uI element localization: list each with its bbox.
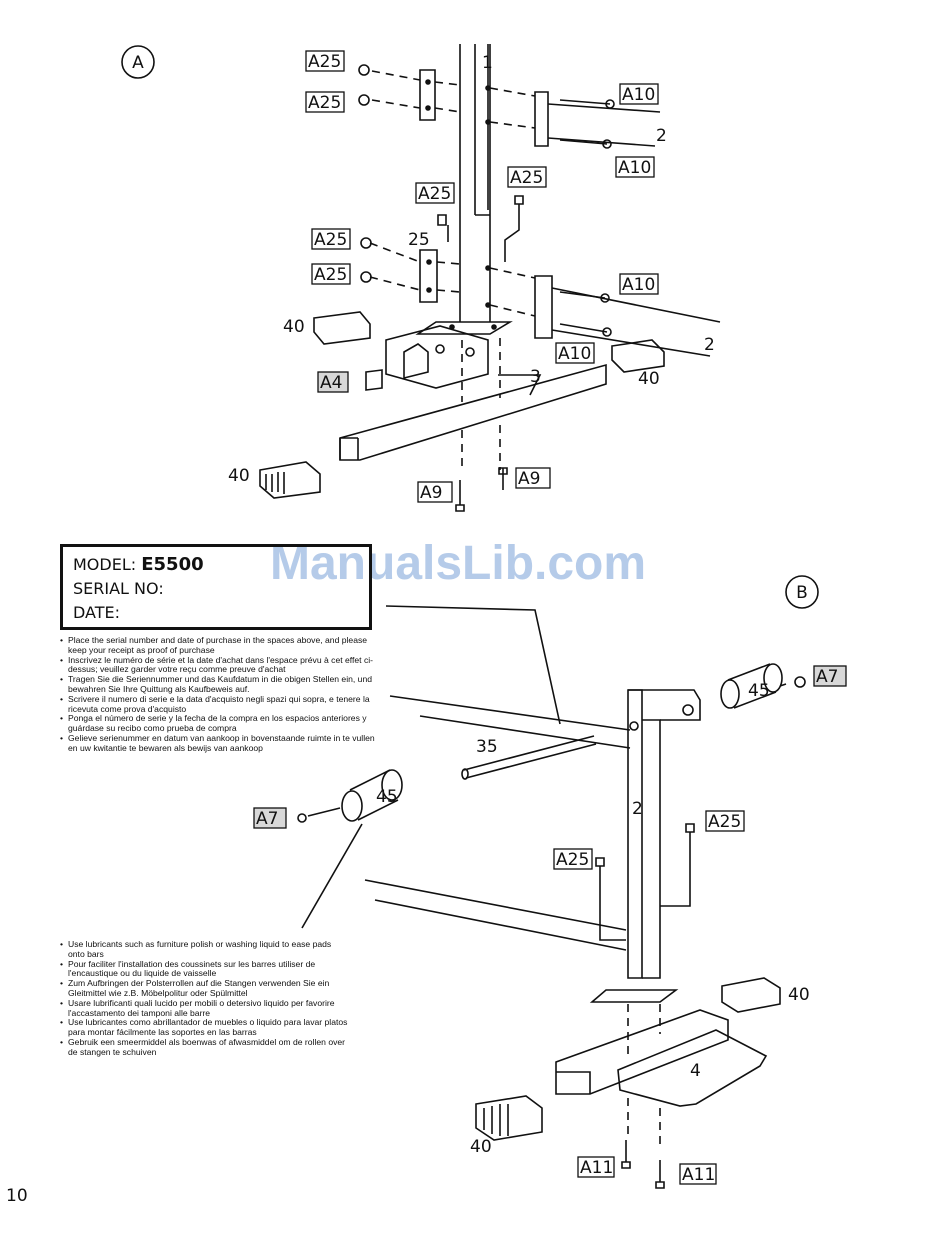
label-a9: A9: [518, 469, 540, 489]
note-item: Pour faciliter l'installation des coussi…: [60, 959, 348, 980]
nut-icons-b: [595, 823, 695, 867]
note-item: Gelieve serienummer en datum van aankoop…: [60, 733, 378, 754]
label-a10: A10: [622, 275, 655, 295]
part-number-40: 40: [638, 369, 660, 389]
part-number-35: 35: [476, 737, 498, 757]
rod-35: [463, 735, 597, 779]
label-a11: A11: [682, 1165, 715, 1185]
part-number-2: 2: [632, 799, 643, 819]
part-number-45: 45: [376, 787, 398, 807]
upright-1: [459, 44, 491, 322]
section-b-circle: [785, 575, 819, 609]
part-number-3: 3: [530, 367, 541, 387]
part-number-40: 40: [470, 1137, 492, 1157]
upper-arm-2: [547, 103, 661, 147]
model-info-box: MODEL: E5500 SERIAL NO: DATE:: [60, 544, 372, 630]
model-value: E5500: [141, 554, 204, 575]
serial-label: SERIAL NO:: [73, 579, 164, 598]
label-a10: A10: [618, 158, 651, 178]
date-label: DATE:: [73, 603, 121, 622]
note-item: Usare lubrificanti quali lucido per mobi…: [60, 998, 348, 1019]
serial-notes: Place the serial number and date of purc…: [58, 635, 378, 754]
bolt-a11-2: [655, 1160, 665, 1189]
base-tube-b: [555, 1009, 729, 1095]
pad-40-a1: [313, 311, 371, 345]
cap-a7-right: [794, 676, 806, 688]
lubricant-notes: Use lubricants such as furniture polish …: [58, 939, 348, 1058]
part-number-4: 4: [690, 1061, 701, 1081]
note-item: Use lubricantes como abrillantador de mu…: [60, 1018, 348, 1038]
part-number-2: 2: [704, 335, 715, 355]
label-a25: A25: [314, 265, 347, 285]
part-number-1: 1: [482, 53, 493, 73]
bolt-a9-1: [455, 480, 465, 512]
part-number-40: 40: [228, 466, 250, 486]
page-number: 10: [6, 1186, 28, 1206]
roller-45-right: [720, 663, 783, 709]
spacer-a4: [365, 369, 383, 391]
label-a25: A25: [308, 52, 341, 72]
lower-arm-bracket: [534, 275, 553, 339]
label-a25: A25: [510, 168, 543, 188]
note-item: Zum Aufbringen der Polsterrollen auf die…: [60, 978, 348, 999]
label-a7: A7: [256, 809, 278, 829]
roller-45-left: [341, 769, 403, 822]
cap-a7-left: [297, 813, 307, 823]
upright-2-base: [589, 989, 679, 1003]
pad-40-b1: [721, 977, 781, 1013]
bracket-plate-upper: [419, 69, 436, 121]
note-item: Scrivere il numero di serie e la data d'…: [60, 694, 378, 715]
part-number-45: 45: [748, 681, 770, 701]
label-a25: A25: [418, 184, 451, 204]
section-b-label: B: [796, 583, 808, 603]
nut-icons-a25: [358, 64, 524, 283]
label-a9: A9: [420, 483, 442, 503]
note-item: Inscrivez le numéro de série et la date …: [60, 655, 378, 676]
pad-40-a3: [259, 461, 321, 499]
frame-rails-upper: [389, 695, 631, 749]
upright-2: [627, 689, 643, 979]
label-a10: A10: [558, 344, 591, 364]
part-number-2: 2: [656, 126, 667, 146]
label-a4: A4: [320, 373, 342, 393]
pad-40-a2: [611, 339, 665, 373]
note-item: Tragen Sie die Seriennummer und das Kauf…: [60, 674, 378, 695]
base-tube-3: [339, 363, 607, 461]
upper-arm-bracket: [534, 91, 549, 147]
section-a-circle: [121, 45, 155, 79]
note-item: Use lubricants such as furniture polish …: [60, 939, 348, 960]
note-item: Ponga el número de serie y la fecha de l…: [60, 714, 378, 734]
label-a25: A25: [314, 230, 347, 250]
foot-plate-4: [617, 1029, 768, 1107]
label-a7: A7: [816, 667, 838, 687]
pivot-bracket: [385, 325, 489, 389]
note-item: Gebruik een smeermiddel als boenwas of a…: [60, 1037, 348, 1058]
part-number-40: 40: [788, 985, 810, 1005]
frame-rails-lower: [364, 879, 627, 951]
model-label: MODEL:: [73, 555, 137, 574]
label-a25: A25: [708, 812, 741, 832]
label-a10: A10: [622, 85, 655, 105]
label-a25: A25: [556, 850, 589, 870]
bracket-plate-lower: [419, 249, 438, 303]
section-a-label: A: [132, 53, 144, 73]
label-a25: A25: [308, 93, 341, 113]
pad-40-b2: [475, 1095, 543, 1141]
label-a11: A11: [580, 1158, 613, 1178]
bolt-a9-2: [498, 467, 508, 490]
note-item: Place the serial number and date of purc…: [60, 635, 378, 656]
part-number-40: 40: [283, 317, 305, 337]
bolt-a11-1: [621, 1140, 631, 1169]
part-number-25: 25: [408, 230, 430, 250]
